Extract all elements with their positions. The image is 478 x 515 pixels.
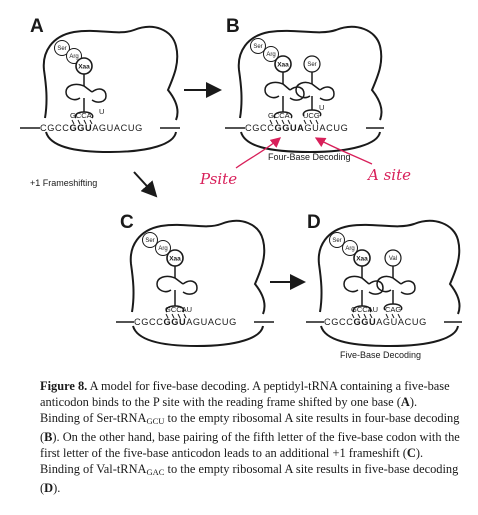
amino-acid-xaa-label: Xaa — [277, 62, 289, 69]
four-base-decoding-label: Four-Base Decoding — [268, 152, 351, 162]
codon-pairing-lines — [351, 313, 401, 319]
amino-acid-ser-label: Ser — [57, 46, 66, 52]
caption-ref-b: B — [44, 430, 53, 444]
panel-a-letter: A — [30, 16, 44, 37]
anticodon-label: GCCA — [268, 111, 290, 120]
amino-acid-arg-label: Arg — [345, 246, 354, 252]
caption-text-1: A model for five-base decoding. A peptid… — [40, 379, 450, 409]
frameshifting-label: +1 Frameshifting — [30, 178, 97, 188]
mrna-sequence: CGCCGGUAGUACUG — [324, 317, 427, 327]
p-site-annotation: Psite — [199, 170, 237, 188]
amino-acid-val-incoming-label: Val — [389, 256, 397, 262]
a-site-pointer — [314, 137, 373, 165]
mrna-sequence: CGCCGGUAGUACUG — [134, 317, 237, 327]
panel-a: A CGCCGGUAGUACUG Ser Arg Xaa GCCA U — [20, 16, 180, 154]
caption-text-2a: ). Binding of Ser-tRNA — [40, 395, 418, 425]
codon-pairing-lines — [269, 119, 319, 125]
anticodon-a-site-label: UCG — [303, 111, 320, 120]
panel-d: D CGCCGGUAGUACUG Ser Arg Xaa Val — [306, 212, 462, 360]
panel-b: B CGCCGGUAGUACUG Ser Arg Xaa Ser — [225, 16, 384, 162]
amino-acid-ser-label: Ser — [253, 44, 262, 50]
anticodon-label: GCCAU — [165, 305, 192, 314]
caption-subscript-2: GAC — [146, 467, 165, 477]
caption-text-4a: ). Binding of Val-tRNA — [40, 446, 424, 476]
ribosome-outline — [129, 219, 266, 315]
caption-text-2b: to the empty ribosomal A site results in… — [40, 411, 460, 444]
amino-acid-xaa-label: Xaa — [356, 256, 368, 263]
ribosome-small-subunit — [45, 131, 177, 154]
anticodon-label: GCCA — [70, 111, 92, 120]
ribosome-small-subunit — [132, 325, 264, 348]
anticodon-a-site-label: CAG — [385, 305, 401, 314]
caption-text-3: ). On the other hand, base pairing of th… — [40, 430, 460, 460]
caption-ref-d: D — [44, 481, 54, 495]
panel-c: C CGCCGGUAGUACUG Ser Arg Xaa GCCAU — [116, 212, 274, 348]
panel-b-letter: B — [226, 16, 240, 37]
ribosome-outline — [237, 25, 383, 121]
frameshift-arrow — [133, 171, 158, 198]
amino-acid-arg — [155, 240, 171, 256]
ribosome-small-subunit — [320, 325, 459, 348]
caption-text-4c: ). — [53, 481, 61, 495]
mrna-sequence: CGCCGGUAGUACUG — [40, 123, 143, 133]
figure-diagram: A CGCCGGUAGUACUG Ser Arg Xaa GCCA U B — [20, 16, 462, 360]
amino-acid-arg-label: Arg — [69, 54, 78, 60]
codon-pairing-lines — [165, 313, 187, 319]
mrna-sequence: CGCCGGUAGUACUG — [245, 123, 348, 133]
amino-acid-arg — [342, 240, 358, 256]
trna-p-site — [156, 266, 198, 313]
caption-subscript-1: GCU — [146, 416, 165, 426]
panel-c-letter: C — [120, 212, 134, 233]
amino-acid-arg-label: Arg — [266, 52, 275, 58]
trna-p-site — [65, 74, 107, 119]
amino-acid-arg — [263, 46, 279, 62]
amino-acid-ser — [54, 40, 70, 56]
amino-acid-ser — [329, 232, 345, 248]
ribosome-outline — [42, 25, 179, 121]
five-base-decoding-label: Five-Base Decoding — [340, 350, 421, 360]
trna-p-site — [343, 266, 384, 313]
panel-d-letter: D — [307, 212, 321, 233]
amino-acid-xaa-label: Xaa — [169, 256, 181, 263]
p-site-pointer — [235, 137, 281, 169]
amino-acid-ser-label: Ser — [145, 238, 154, 244]
amino-acid-arg — [66, 48, 82, 64]
trna-a-site — [376, 266, 416, 311]
figure-label: Figure 8. — [40, 379, 88, 393]
ribosome-outline — [317, 219, 461, 315]
a-site-annotation: A site — [366, 166, 411, 184]
figure-caption: Figure 8. A model for five-base decoding… — [40, 378, 460, 496]
codon-pairing-lines — [71, 119, 93, 125]
anticodon-a-site-extra-label: U — [319, 103, 324, 112]
site-annotations: Psite A site — [199, 137, 411, 188]
anticodon-extra-label: U — [99, 107, 104, 116]
caption-text-4b: to the empty ribosomal A site results in… — [40, 462, 459, 495]
caption-ref-a: A — [400, 395, 410, 409]
caption-ref-c: C — [406, 446, 416, 460]
trna-a-site — [295, 72, 335, 117]
amino-acid-ser — [142, 232, 158, 248]
amino-acid-ser — [250, 38, 266, 54]
amino-acid-ser-label: Ser — [332, 238, 341, 244]
ribosome-small-subunit — [240, 131, 381, 154]
amino-acid-arg-label: Arg — [158, 246, 167, 252]
amino-acid-xaa-label: Xaa — [78, 64, 90, 71]
amino-acid-ser-incoming-label: Ser — [307, 62, 316, 68]
anticodon-label: GCCAU — [351, 305, 378, 314]
